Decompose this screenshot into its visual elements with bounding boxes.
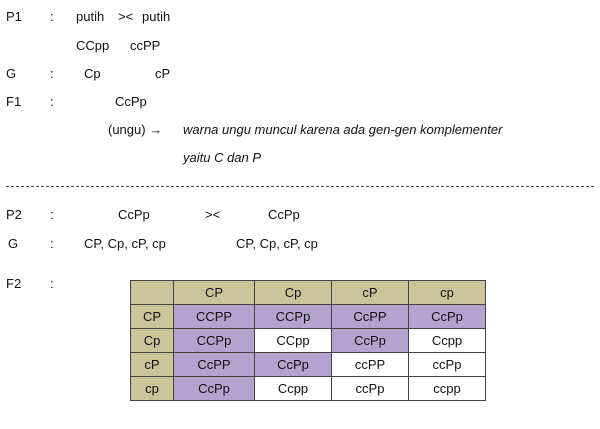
punnett-cell: CCPp — [173, 328, 255, 353]
punnett-cell: ccPp — [408, 352, 486, 377]
p1-genotype1: CCpp — [76, 38, 110, 53]
f1-note-line1: warna ungu muncul karena ada gen-gen kom… — [183, 122, 503, 137]
g1-colon: : — [50, 66, 54, 81]
p1-colon: : — [50, 9, 54, 24]
punnett-cell: CCPP — [173, 304, 255, 329]
p2-parent2: CcPp — [268, 207, 300, 222]
punnett-row: cP CcPP CcPp ccPP ccPp — [130, 352, 486, 377]
punnett-cell: CcPp — [408, 304, 486, 329]
p2-label: P2 — [6, 207, 22, 222]
g2-gametes2: CP, Cp, cP, cp — [236, 236, 318, 251]
p1-parent2: putih — [142, 9, 171, 24]
p1-parent1: putih — [76, 9, 105, 24]
g2-colon: : — [50, 236, 54, 251]
p2-cross: >< — [205, 207, 221, 222]
g1-gamete2: cP — [155, 66, 171, 81]
punnett-cell: CCPp — [254, 304, 332, 329]
punnett-row-header: cp — [130, 376, 174, 401]
dashed-separator — [6, 186, 594, 187]
punnett-row: cp CcPp Ccpp ccPp ccpp — [130, 376, 486, 401]
punnett-cell: Ccpp — [254, 376, 332, 401]
punnett-row: Cp CCPp CCpp CcPp Ccpp — [130, 328, 486, 353]
punnett-cell: CcPP — [173, 352, 255, 377]
punnett-cell: Ccpp — [408, 328, 486, 353]
f1-note-line2: yaitu C dan P — [183, 150, 262, 165]
punnett-cell: CcPP — [331, 304, 409, 329]
p1-label: P1 — [6, 9, 22, 24]
punnett-header-row: CP Cp cP cp — [130, 280, 486, 305]
punnett-cell: ccPP — [331, 352, 409, 377]
f1-phenotype: (ungu) → — [108, 122, 163, 137]
punnett-corner-cell — [130, 280, 174, 305]
punnett-cell: CcPp — [173, 376, 255, 401]
punnett-row: CP CCPP CCPp CcPP CcPp — [130, 304, 486, 329]
g2-gametes1: CP, Cp, cP, cp — [84, 236, 166, 251]
p2-parent1: CcPp — [118, 207, 150, 222]
punnett-col-header: CP — [173, 280, 255, 305]
punnett-cell: CcPp — [254, 352, 332, 377]
punnett-cell: ccpp — [408, 376, 486, 401]
punnett-row-header: Cp — [130, 328, 174, 353]
f1-label: F1 — [6, 94, 22, 109]
punnett-cell: CCpp — [254, 328, 332, 353]
p2-colon: : — [50, 207, 54, 222]
punnett-col-header: Cp — [254, 280, 332, 305]
g2-label: G — [8, 236, 19, 251]
p1-cross: >< — [118, 9, 134, 24]
punnett-square: CP Cp cP cp CP CCPP CCPp CcPP CcPp Cp CC… — [130, 280, 486, 401]
g1-label: G — [6, 66, 17, 81]
f1-colon: : — [50, 94, 54, 109]
f2-colon: : — [50, 276, 54, 291]
f1-genotype: CcPp — [115, 94, 147, 109]
punnett-col-header: cP — [331, 280, 409, 305]
punnett-row-header: cP — [130, 352, 174, 377]
p1-genotype2: ccPP — [130, 38, 161, 53]
punnett-col-header: cp — [408, 280, 486, 305]
punnett-cell: CcPp — [331, 328, 409, 353]
punnett-cell: ccPp — [331, 376, 409, 401]
punnett-row-header: CP — [130, 304, 174, 329]
f2-label: F2 — [6, 276, 22, 291]
g1-gamete1: Cp — [84, 66, 101, 81]
